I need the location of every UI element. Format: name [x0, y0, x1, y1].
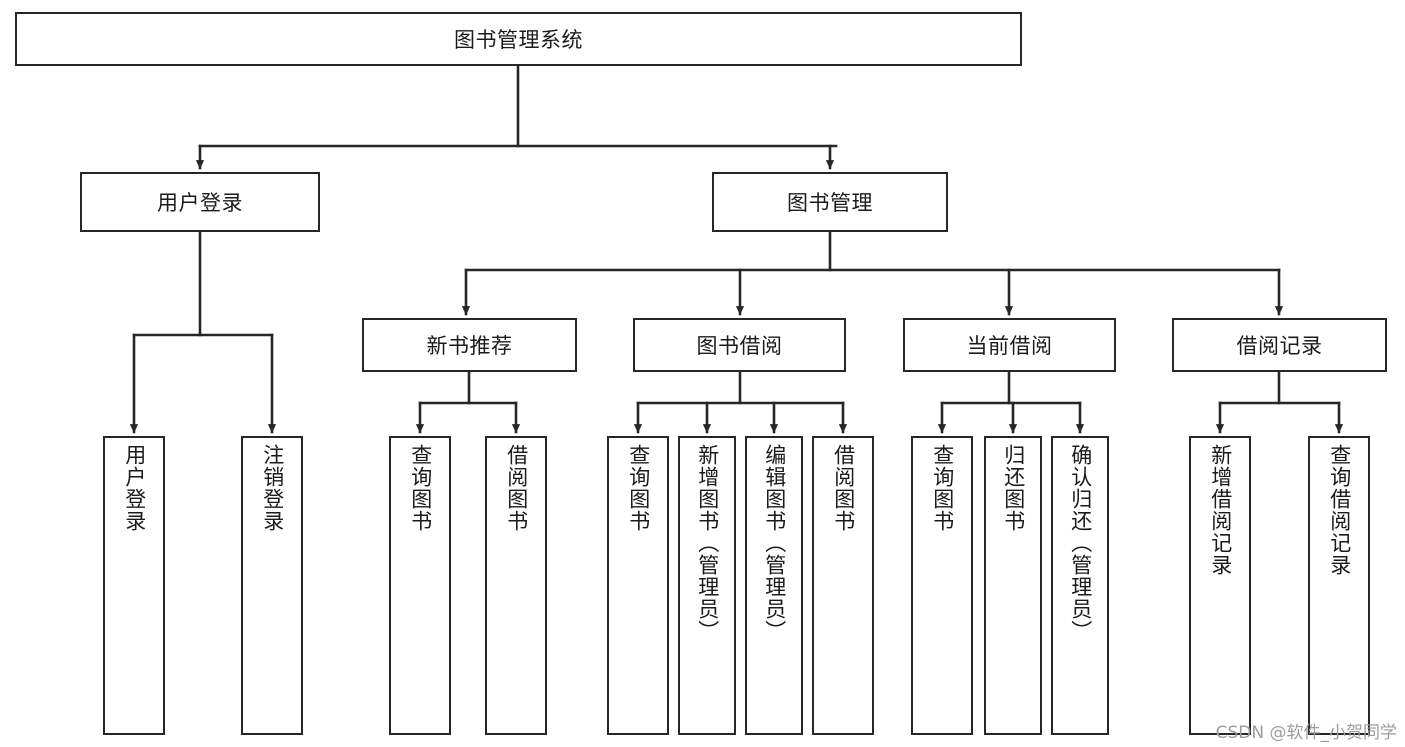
node-leaf-add-record[interactable]: 新增借阅记录	[1189, 436, 1251, 735]
node-leaf-borrow-book-2-label: 借阅图书	[831, 444, 856, 532]
node-leaf-query-book-1[interactable]: 查询图书	[389, 436, 451, 735]
node-leaf-confirm-return-label: 确认归还（管理员）	[1068, 444, 1093, 642]
node-book-manage[interactable]: 图书管理	[712, 172, 948, 232]
node-user-login[interactable]: 用户登录	[80, 172, 320, 232]
node-leaf-return-book[interactable]: 归还图书	[984, 436, 1042, 735]
node-new-book-rec[interactable]: 新书推荐	[362, 318, 577, 372]
node-leaf-user-login[interactable]: 用户登录	[103, 436, 165, 735]
node-book-manage-label: 图书管理	[787, 191, 873, 215]
node-leaf-query-book-3[interactable]: 查询图书	[911, 436, 973, 735]
node-borrow-record[interactable]: 借阅记录	[1172, 318, 1387, 372]
node-leaf-query-record[interactable]: 查询借阅记录	[1308, 436, 1370, 735]
node-leaf-edit-book-label: 编辑图书（管理员）	[762, 444, 787, 642]
csdn-watermark: CSDN @软件_小贺同学	[1215, 723, 1397, 743]
node-leaf-borrow-book-1[interactable]: 借阅图书	[485, 436, 547, 735]
node-current-borrow-label: 当前借阅	[966, 334, 1053, 358]
node-book-borrow-label: 图书借阅	[696, 334, 783, 358]
node-new-book-rec-label: 新书推荐	[426, 334, 513, 358]
node-leaf-query-book-2[interactable]: 查询图书	[607, 436, 669, 735]
node-leaf-edit-book[interactable]: 编辑图书（管理员）	[745, 436, 803, 735]
node-leaf-query-book-3-label: 查询图书	[930, 444, 955, 532]
node-leaf-query-record-label: 查询借阅记录	[1327, 444, 1352, 576]
node-leaf-add-record-label: 新增借阅记录	[1208, 444, 1233, 576]
node-book-borrow[interactable]: 图书借阅	[633, 318, 846, 372]
node-root-label: 图书管理系统	[454, 28, 583, 52]
node-leaf-user-login-label: 用户登录	[122, 444, 147, 532]
node-leaf-confirm-return[interactable]: 确认归还（管理员）	[1051, 436, 1109, 735]
node-leaf-borrow-book-1-label: 借阅图书	[504, 444, 529, 532]
node-leaf-user-logout[interactable]: 注销登录	[241, 436, 303, 735]
node-leaf-query-book-2-label: 查询图书	[626, 444, 651, 532]
node-leaf-query-book-1-label: 查询图书	[408, 444, 433, 532]
node-leaf-add-book[interactable]: 新增图书（管理员）	[678, 436, 736, 735]
node-root[interactable]: 图书管理系统	[15, 12, 1022, 66]
node-leaf-add-book-label: 新增图书（管理员）	[695, 444, 720, 642]
node-user-login-label: 用户登录	[157, 191, 243, 215]
node-borrow-record-label: 借阅记录	[1236, 334, 1323, 358]
node-leaf-return-book-label: 归还图书	[1001, 444, 1026, 532]
node-leaf-borrow-book-2[interactable]: 借阅图书	[812, 436, 874, 735]
node-current-borrow[interactable]: 当前借阅	[903, 318, 1116, 372]
node-leaf-user-logout-label: 注销登录	[260, 444, 285, 532]
